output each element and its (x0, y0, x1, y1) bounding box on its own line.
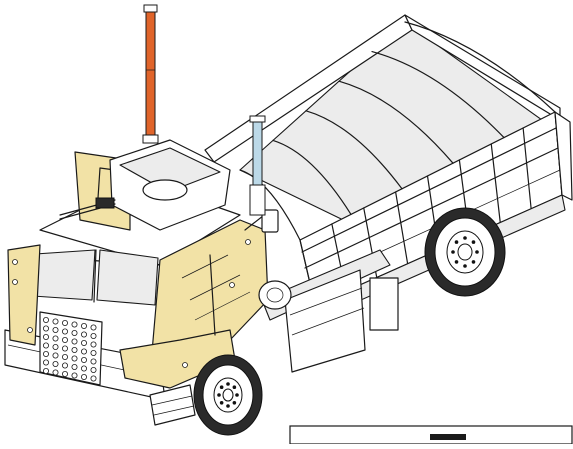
secondary-antenna (249, 115, 266, 216)
tarp-bow (239, 169, 301, 241)
tarp-bow (371, 51, 505, 139)
front-wheel (193, 354, 263, 436)
grille-hole (81, 356, 88, 363)
lug-bolt (219, 400, 224, 405)
lug-bolt (226, 404, 230, 408)
lug-bolt (454, 260, 459, 264)
lug-bolt (451, 250, 455, 254)
lug-bolt (219, 385, 224, 390)
grille-hole (62, 328, 69, 335)
tarp-bows (239, 21, 556, 241)
lug-bolt (463, 264, 467, 268)
grille-hole (62, 319, 69, 326)
grille-hole (81, 365, 88, 372)
grille-hole (90, 332, 97, 339)
grille-hole (52, 360, 59, 367)
rear-mudflap (369, 277, 399, 331)
front-grille (39, 311, 103, 386)
weapon-station (59, 139, 231, 231)
grille-hole (81, 348, 88, 355)
grille-hole (62, 345, 69, 352)
grille-hole (71, 372, 78, 379)
tarp-bow (305, 110, 403, 190)
air-tank (258, 280, 292, 310)
grille-hole (90, 358, 97, 365)
grille-hole (52, 352, 59, 359)
grille-hole (62, 370, 69, 377)
primary-antenna (142, 4, 159, 144)
lug-bolt (235, 393, 239, 397)
lug-bolt (232, 400, 237, 405)
lug-bolt (463, 236, 467, 240)
grille-hole (81, 339, 88, 346)
grille-hole (43, 316, 50, 323)
grille-hole (90, 324, 97, 331)
grille-hole (71, 346, 78, 353)
grille-hole (71, 355, 78, 362)
grille-hole (52, 343, 59, 350)
grille-hole (62, 336, 69, 343)
grille-hole (52, 369, 59, 376)
grille-hole (90, 349, 97, 356)
grille-hole (43, 333, 50, 340)
tarp-bow (404, 21, 556, 113)
grille-hole (90, 366, 97, 373)
chassis-frame (261, 249, 391, 373)
grille-hole (81, 373, 88, 380)
grille-hole (62, 353, 69, 360)
grille-hole (71, 321, 78, 328)
lug-bolt (471, 260, 476, 264)
armor-kit (7, 151, 269, 389)
grille-hole (43, 359, 50, 366)
rear-wheel (424, 207, 506, 297)
grille-hole (62, 362, 69, 369)
side-stake (490, 143, 501, 224)
lug-bolt (217, 393, 221, 397)
legend-box (289, 425, 573, 445)
grille-hole (52, 318, 59, 325)
tarp-bow (338, 80, 454, 164)
lug-bolt (475, 250, 479, 254)
grille-hole (43, 367, 50, 374)
tarp-bow (272, 139, 352, 215)
grille-hole (71, 338, 78, 345)
grille-hole (90, 341, 97, 348)
lug-bolt (471, 240, 476, 244)
lug-bolt (232, 385, 237, 390)
grille-hole (43, 350, 50, 357)
lug-bolt (226, 382, 230, 386)
grille-hole (81, 322, 88, 329)
lug-bolt (454, 240, 459, 244)
grille-hole (71, 329, 78, 336)
side-stake (395, 191, 409, 265)
side-stake (522, 127, 532, 210)
grille-hole (43, 342, 50, 349)
grille-hole (52, 335, 59, 342)
grille-hole (52, 326, 59, 333)
grille-hole (71, 363, 78, 370)
grille-hole (90, 375, 97, 382)
grille-hole (81, 331, 88, 338)
grille-hole (43, 325, 50, 332)
